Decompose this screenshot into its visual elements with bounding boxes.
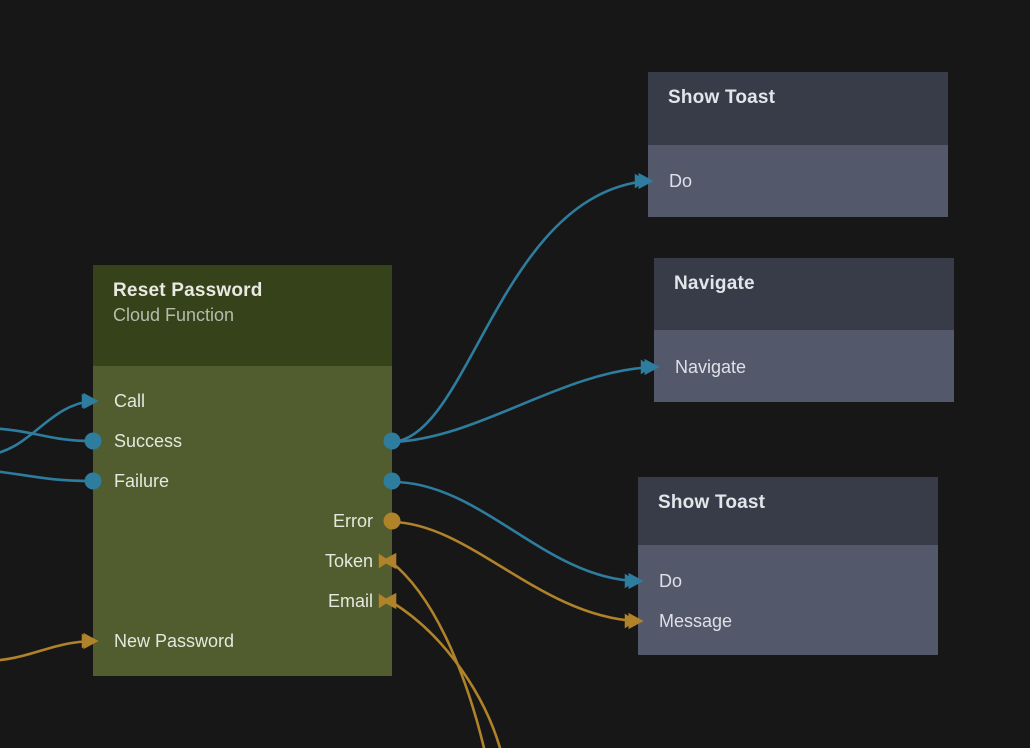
port-label: Message xyxy=(659,611,733,631)
wire-w-error-to-message[interactable] xyxy=(391,520,638,623)
port-hit-in-message[interactable] xyxy=(627,610,649,632)
port-out-email[interactable]: Email xyxy=(328,589,392,613)
port-in-success[interactable]: Success xyxy=(93,429,182,453)
wire-w-in-success[interactable] xyxy=(0,427,93,443)
port-label: Call xyxy=(114,391,146,411)
wire-w-in-newpass[interactable] xyxy=(0,639,95,662)
port-out-error[interactable]: Error xyxy=(333,509,392,533)
port-in-do[interactable]: Do xyxy=(648,169,692,193)
port-in-do[interactable]: Do xyxy=(638,569,682,593)
wire-w-token-in[interactable] xyxy=(388,559,486,748)
port-in-failure[interactable]: Failure xyxy=(93,469,169,493)
port-hit-in-do[interactable] xyxy=(637,170,659,192)
port-label: Success xyxy=(114,431,183,451)
node-header-show-toast-top[interactable]: Show Toast xyxy=(648,72,948,145)
port-hit-out-exec-failure[interactable] xyxy=(381,470,403,492)
port-label: Error xyxy=(333,511,373,531)
node-title-reset-password: Reset Password xyxy=(113,280,263,301)
port-in-call[interactable]: Call xyxy=(93,389,145,413)
wire-w-failure-to-toast2-do[interactable] xyxy=(391,480,638,583)
node-body-navigate: Navigate xyxy=(654,330,954,402)
port-hit-in-new-password[interactable] xyxy=(82,630,104,652)
node-title-show-toast-top: Show Toast xyxy=(668,87,776,108)
node-title-navigate: Navigate xyxy=(674,273,755,294)
port-hit-in-success[interactable] xyxy=(82,430,104,452)
port-hit-in-do[interactable] xyxy=(627,570,649,592)
wire-w-in-failure[interactable] xyxy=(0,470,93,483)
node-header-navigate[interactable]: Navigate xyxy=(654,258,954,330)
port-hit-out-exec-success[interactable] xyxy=(381,430,403,452)
port-label: Do xyxy=(659,571,683,591)
port-hit-in-call[interactable] xyxy=(82,390,104,412)
port-label: New Password xyxy=(114,631,235,651)
port-hit-out-email[interactable] xyxy=(381,590,403,612)
port-label: Token xyxy=(324,551,373,571)
port-label: Email xyxy=(327,591,373,611)
wire-w-in-call[interactable] xyxy=(0,399,95,455)
port-hit-in-navigate[interactable] xyxy=(643,356,665,378)
node-title-show-toast-bottom: Show Toast xyxy=(658,492,766,513)
port-out-token[interactable]: Token xyxy=(325,549,392,573)
port-hit-in-failure[interactable] xyxy=(82,470,104,492)
wire-w-success-to-navigate[interactable] xyxy=(391,365,654,444)
port-label: Failure xyxy=(114,471,170,491)
port-label: Navigate xyxy=(675,357,747,377)
port-in-message[interactable]: Message xyxy=(638,609,732,633)
node-header-show-toast-bottom[interactable]: Show Toast xyxy=(638,477,938,545)
node-body-show-toast-top: Do xyxy=(648,145,948,217)
port-label: Do xyxy=(669,171,693,191)
node-subtitle-reset-password: Cloud Function xyxy=(113,305,235,325)
port-in-new-password[interactable]: New Password xyxy=(93,629,234,653)
wire-w-email-in[interactable] xyxy=(388,599,502,748)
port-in-navigate[interactable]: Navigate xyxy=(654,355,746,379)
wire-w-success-to-toast-do[interactable] xyxy=(391,179,648,444)
port-hit-out-error[interactable] xyxy=(381,510,403,532)
port-hit-out-token[interactable] xyxy=(381,550,403,572)
